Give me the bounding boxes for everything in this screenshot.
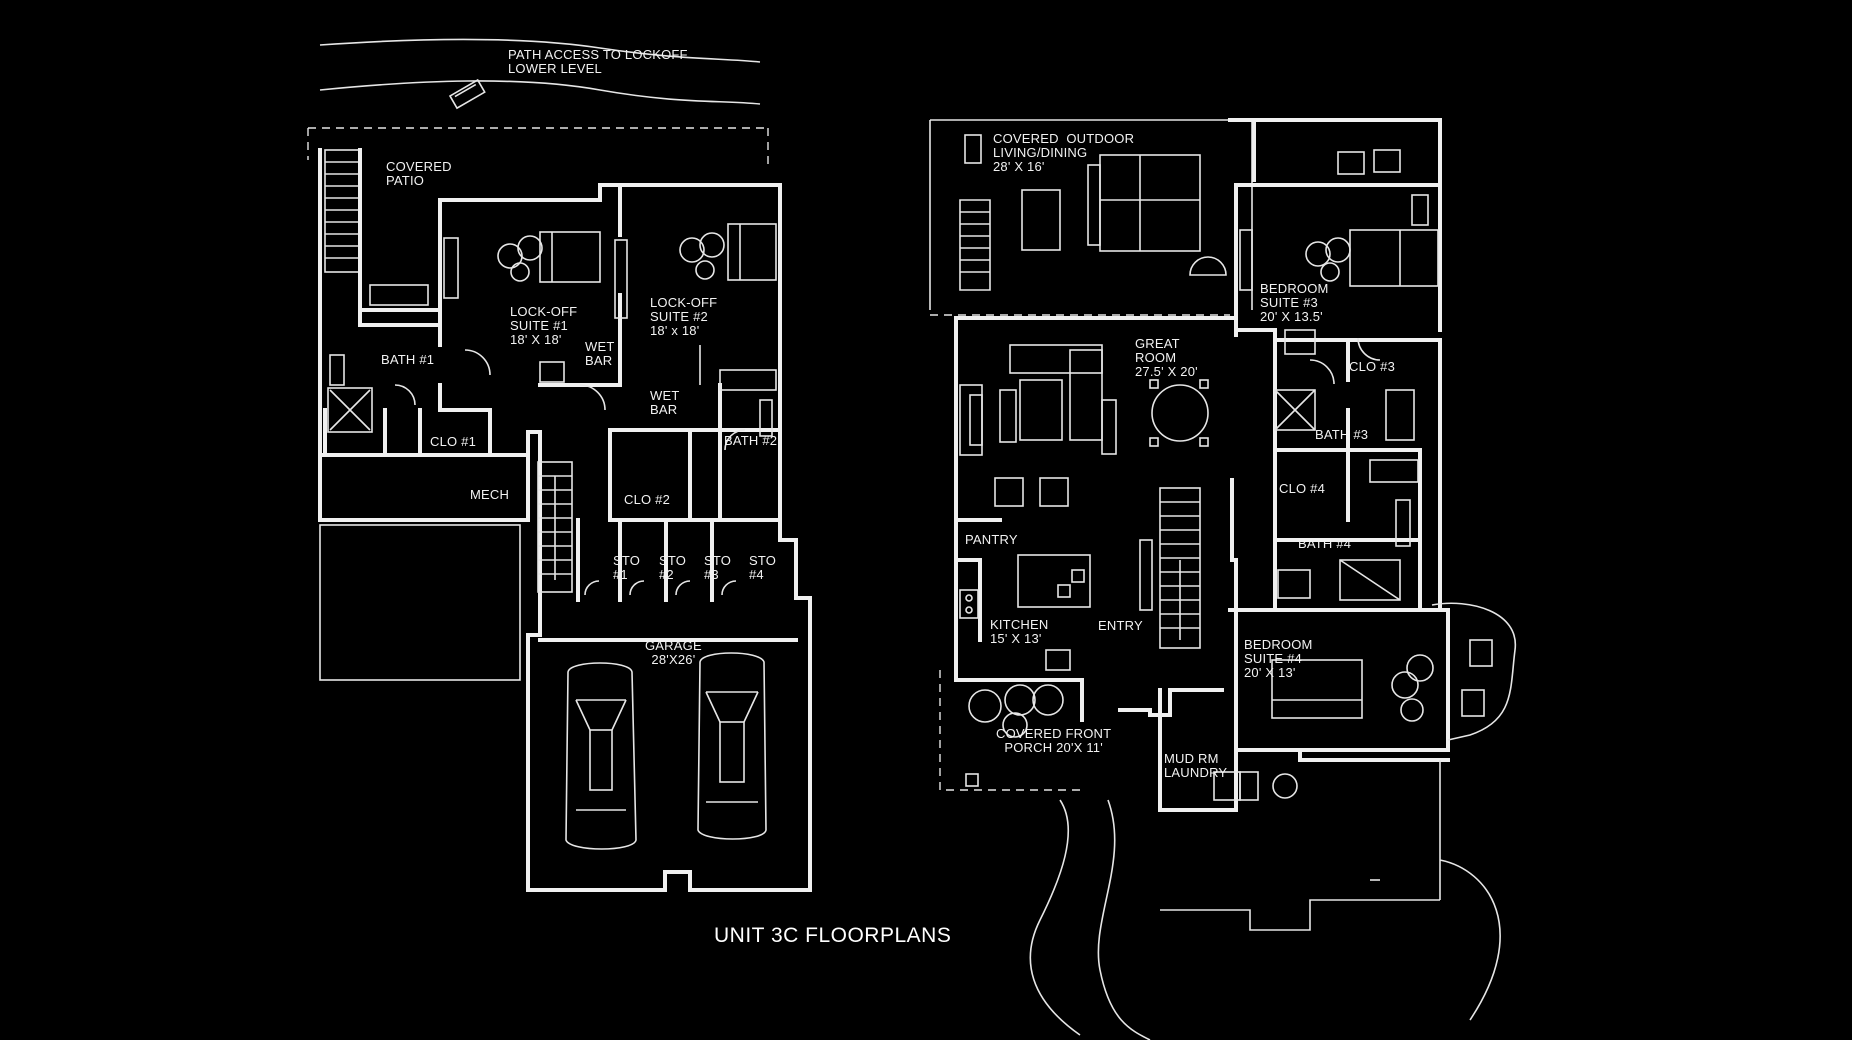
bath-1-label: BATH #1 bbox=[381, 352, 435, 367]
covered-outdoor-label: COVERED OUTDOOR LIVING/DINING 28' X 16' bbox=[993, 131, 1135, 174]
mud-rm-laundry-label: MUD RM LAUNDRY bbox=[1164, 751, 1228, 780]
clo-2-label: CLO #2 bbox=[624, 492, 671, 507]
bath-3-label: BATH #3 bbox=[1315, 427, 1369, 442]
bedroom-suite-3-label: BEDROOM SUITE #3 20' X 13.5' bbox=[1260, 281, 1329, 324]
covered-front-porch-label: COVERED FRONT PORCH 20'X 11' bbox=[996, 726, 1112, 755]
garage-label: GARAGE 28'X26' bbox=[645, 638, 702, 667]
clo-3-label: CLO #3 bbox=[1349, 359, 1396, 374]
lockoff-suite-2-label: LOCK-OFF SUITE #2 18' x 18' bbox=[650, 295, 718, 338]
sto-3-label: STO #3 bbox=[704, 553, 732, 582]
floorplans-caption: UNIT 3C FLOORPLANS bbox=[714, 924, 952, 947]
sto-2-label: STO #2 bbox=[659, 553, 687, 582]
main-level-plan bbox=[929, 118, 1516, 1040]
covered-patio-label: COVERED PATIO bbox=[386, 159, 452, 188]
entry-label: ENTRY bbox=[1098, 618, 1143, 633]
kitchen-label: KITCHEN 15' X 13' bbox=[990, 617, 1049, 646]
pantry-label: PANTRY bbox=[965, 532, 1018, 547]
lower-level-plan bbox=[307, 38, 812, 892]
sto-1-label: STO #1 bbox=[613, 553, 641, 582]
bath-2-label: BATH #2 bbox=[724, 433, 778, 448]
clo-1-label: CLO #1 bbox=[430, 434, 477, 449]
bedroom-suite-4-label: BEDROOM SUITE #4 20' X 13' bbox=[1244, 637, 1313, 680]
great-room-label: GREAT ROOM 27.5' X 20' bbox=[1135, 336, 1198, 379]
wet-bar-1-label: WET BAR bbox=[585, 339, 615, 368]
lockoff-suite-1-label: LOCK-OFF SUITE #1 18' X 18' bbox=[510, 304, 578, 347]
mech-label: MECH bbox=[470, 487, 510, 502]
clo-4-label: CLO #4 bbox=[1279, 481, 1326, 496]
wet-bar-2-label: WET BAR bbox=[650, 388, 680, 417]
sto-4-label: STO #4 bbox=[749, 553, 777, 582]
bath-4-label: BATH #4 bbox=[1298, 536, 1352, 551]
path-access-note: PATH ACCESS TO LOCKOFF LOWER LEVEL bbox=[508, 47, 688, 76]
